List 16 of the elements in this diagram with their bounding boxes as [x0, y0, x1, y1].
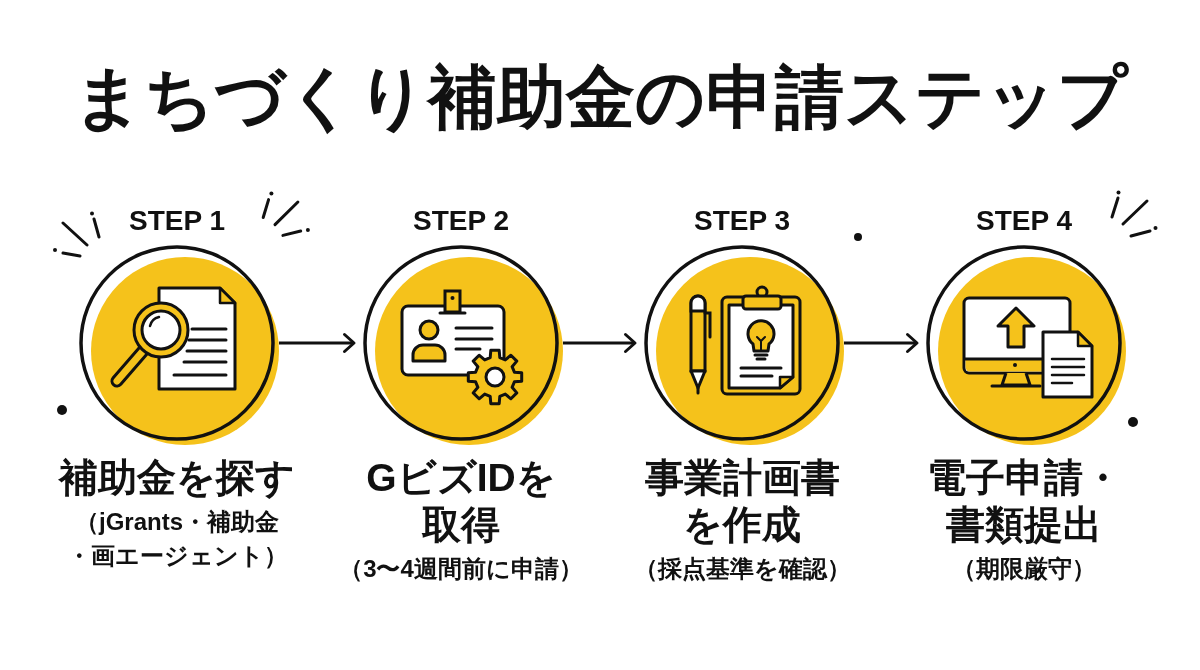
step-label: STEP 4: [976, 205, 1072, 237]
arrow: [563, 333, 637, 353]
step-label: STEP 2: [413, 205, 509, 237]
arrow: [844, 333, 919, 353]
step-label: STEP 3: [694, 205, 790, 237]
step-note: （3〜4週間前に申請）: [339, 554, 583, 584]
step-title: 事業計画書を作成: [643, 455, 841, 548]
step-note: （採点基準を確認）: [633, 554, 851, 584]
diagram-title: まちづくり補助金の申請ステップ: [72, 58, 1128, 138]
arrow: [279, 333, 356, 353]
step-note: （期限厳守）: [952, 554, 1096, 584]
step-title: 電子申請・書類提出: [925, 455, 1123, 548]
step-title: GビズIDを取得: [365, 455, 557, 548]
step-label: STEP 1: [129, 205, 225, 237]
step-title: 補助金を探す: [59, 455, 295, 501]
step-note: （jGrants・補助金・画エージェント）: [65, 507, 289, 571]
